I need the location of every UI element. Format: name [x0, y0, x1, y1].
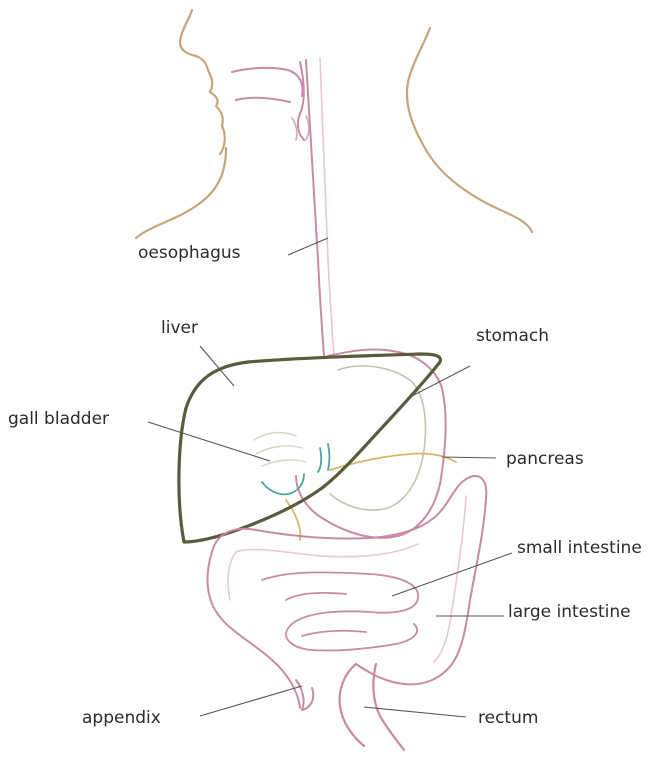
leader-appendix — [200, 686, 302, 716]
hepatic-ducts — [254, 433, 306, 466]
oral-cavity — [232, 68, 302, 102]
pharynx — [298, 62, 304, 140]
leader-small-intestine — [392, 553, 512, 596]
leader-pancreas — [442, 457, 496, 458]
leader-stomach — [412, 366, 470, 396]
label-appendix: appendix — [82, 710, 161, 727]
leader-gall-bladder — [148, 422, 270, 461]
label-pancreas: pancreas — [506, 451, 584, 468]
label-stomach: stomach — [476, 328, 549, 345]
small-intestine-loops — [262, 572, 418, 650]
oesophagus-tube-inner — [320, 58, 334, 356]
label-large-intestine: large intestine — [508, 604, 631, 621]
neck-back — [407, 28, 532, 232]
label-liver: liver — [161, 320, 198, 337]
stomach-inner — [330, 366, 425, 510]
appendix-shape — [296, 680, 313, 710]
label-oesophagus: oesophagus — [138, 245, 241, 262]
face-profile — [180, 10, 225, 154]
label-gall-bladder: gall bladder — [8, 411, 109, 428]
liver-outline — [179, 354, 440, 542]
neck-front — [136, 148, 226, 238]
label-small-intestine: small intestine — [517, 540, 642, 557]
gall-bladder-shape — [262, 444, 330, 494]
label-rectum: rectum — [478, 710, 538, 727]
rectum-shape — [340, 664, 404, 750]
leader-oesophagus — [288, 238, 328, 255]
